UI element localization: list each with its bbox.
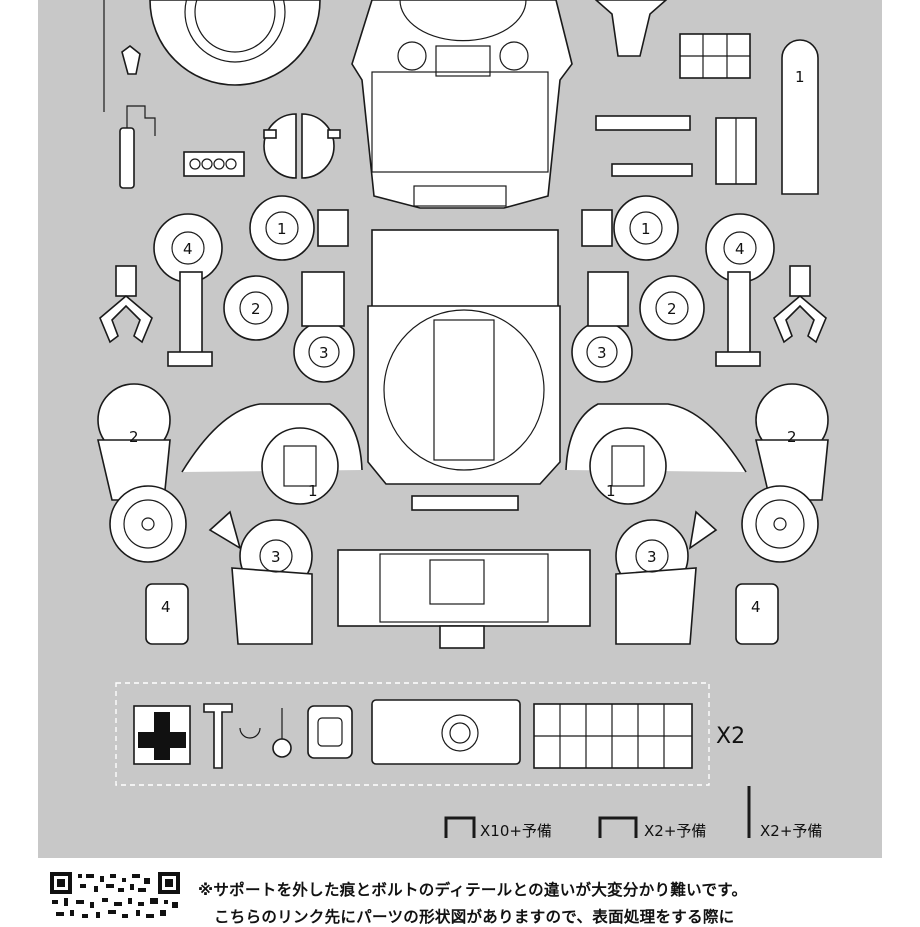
tool-part bbox=[203, 703, 233, 769]
hatch-halves-part bbox=[263, 113, 341, 179]
spare-quantity-pin: X2+予備 bbox=[760, 822, 823, 840]
tow-claw-left bbox=[99, 265, 153, 344]
spare-quantity-staple-wide: X2+予備 bbox=[644, 822, 707, 840]
wheel-1b-right: 1 bbox=[589, 427, 667, 505]
wheel-3-left: 3 bbox=[293, 321, 355, 383]
part-number: 1 bbox=[641, 220, 651, 238]
plate-part bbox=[307, 705, 353, 759]
suspension-arm-left bbox=[167, 271, 213, 367]
note-line-1: ※サポートを外した痕とボルトのディテールとの違いが大変分かり難いです。 bbox=[198, 881, 748, 899]
fire-extinguisher-part bbox=[119, 105, 156, 189]
frame-multiplier: X2 bbox=[716, 724, 746, 749]
box-4-right: 4 bbox=[735, 583, 779, 645]
staple-icon bbox=[598, 816, 638, 838]
part-number: 1 bbox=[795, 68, 805, 86]
lower-hull-part bbox=[337, 549, 591, 649]
part-number: 4 bbox=[161, 598, 171, 616]
part-number: 1 bbox=[277, 220, 287, 238]
hook-part bbox=[239, 727, 261, 739]
swing-arm-2-right: 2 bbox=[754, 383, 829, 501]
spare-quantity-staple-large: X10+予備 bbox=[480, 822, 552, 840]
muffler-part bbox=[594, 0, 668, 57]
wheel-1b-left: 1 bbox=[261, 427, 339, 505]
small-hook-part bbox=[121, 44, 141, 75]
note-line-2: こちらのリンク先にパーツの形状図がありますので、表面処理をする際に bbox=[214, 908, 735, 926]
suspension-arm-right bbox=[715, 271, 761, 367]
bracket-part bbox=[595, 115, 691, 131]
part-number: 3 bbox=[597, 344, 607, 362]
road-wheel-left bbox=[109, 485, 187, 563]
headlight-block-part bbox=[183, 151, 245, 177]
wheel-3b-left: 3 bbox=[208, 510, 313, 645]
track-run-part bbox=[533, 703, 693, 769]
turret-ring-part bbox=[149, 0, 321, 86]
jack-part bbox=[715, 117, 757, 185]
part-number: 2 bbox=[251, 300, 261, 318]
part-number: 2 bbox=[667, 300, 677, 318]
part-number: 4 bbox=[751, 598, 761, 616]
swing-arm-2-left: 2 bbox=[96, 383, 171, 501]
part-number: 4 bbox=[735, 240, 745, 258]
part-number: 1 bbox=[308, 482, 318, 500]
arm-left bbox=[301, 271, 345, 327]
wheel-2-right: 2 bbox=[639, 275, 705, 341]
part-number: 1 bbox=[606, 482, 616, 500]
staple-icon bbox=[444, 816, 476, 838]
qr-code-icon[interactable] bbox=[50, 872, 180, 920]
strip-part bbox=[611, 163, 693, 177]
wheel-3b-right: 3 bbox=[615, 510, 718, 645]
part-number: 3 bbox=[647, 548, 657, 566]
road-wheel-right bbox=[741, 485, 819, 563]
box-4-left: 4 bbox=[145, 583, 189, 645]
hull-tub-part bbox=[367, 229, 561, 511]
sub-parts-frame bbox=[115, 682, 710, 786]
exhaust-pipe-part: 1 bbox=[781, 39, 819, 195]
part-number: 3 bbox=[319, 344, 329, 362]
arm-right bbox=[587, 271, 629, 327]
pin-part bbox=[272, 708, 292, 758]
upper-hull-part bbox=[351, 0, 573, 209]
part-number: 2 bbox=[129, 428, 139, 446]
wheel-1-right: 1 bbox=[581, 195, 679, 261]
track-link-set-part bbox=[679, 33, 751, 79]
wheel-2-left: 2 bbox=[223, 275, 289, 341]
tow-claw-right bbox=[773, 265, 827, 344]
wheel-1-left: 1 bbox=[249, 195, 349, 261]
part-number: 2 bbox=[787, 428, 797, 446]
wheel-4-left: 4 bbox=[153, 213, 223, 283]
part-number: 3 bbox=[271, 548, 281, 566]
part-number: 4 bbox=[183, 240, 193, 258]
engine-deck-part bbox=[371, 699, 521, 765]
wheel-3-right: 3 bbox=[571, 321, 633, 383]
